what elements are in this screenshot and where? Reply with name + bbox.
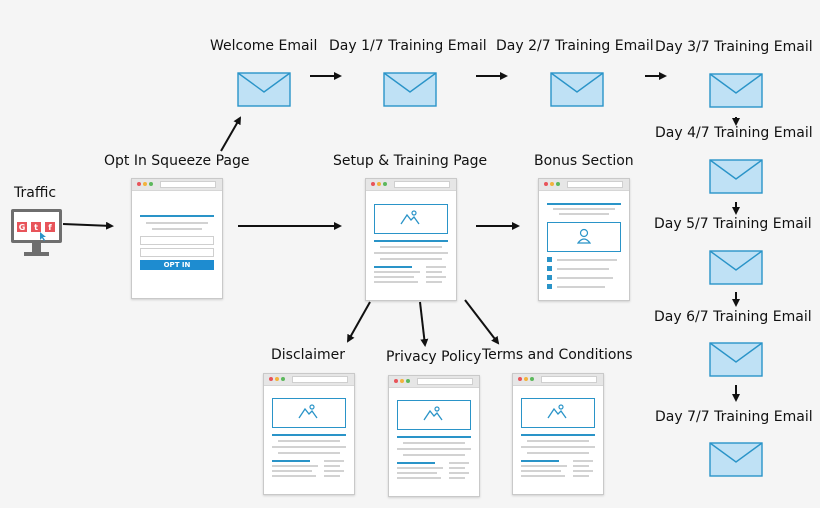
email-label-day5: Day 5/7 Training Email: [654, 216, 812, 232]
opt-in-button: OPT IN: [140, 260, 214, 270]
terms-page-thumbnail: [512, 373, 604, 495]
user-icon: [577, 228, 591, 244]
privacy-page-thumbnail: [388, 375, 480, 497]
arrow-setup-to-disclaimer: [347, 301, 371, 343]
traffic-label: Traffic: [14, 185, 57, 201]
image-icon: [547, 404, 567, 419]
svg-text:f: f: [48, 223, 52, 232]
email-label-day6: Day 6/7 Training Email: [654, 309, 812, 325]
arrow-setup-to-terms: [464, 299, 500, 345]
svg-text:t: t: [34, 223, 38, 232]
envelope-icon: [709, 442, 763, 477]
setup-label: Setup & Training Page: [333, 153, 488, 169]
arrow-setup-to-privacy: [419, 301, 429, 347]
privacy-label: Privacy Policy: [386, 349, 482, 365]
email-label-day2: Day 2/7 Training Email: [496, 38, 654, 54]
arrow-optin-to-welcome: [220, 116, 241, 152]
email-label-day4: Day 4/7 Training Email: [655, 125, 813, 141]
envelope-icon: [709, 73, 763, 108]
disclaimer-label: Disclaimer: [271, 347, 346, 363]
image-icon: [400, 210, 420, 225]
google-icon: [17, 222, 27, 232]
twitter-icon: [31, 222, 41, 232]
facebook-icon: [45, 222, 55, 232]
bonus-page-thumbnail: [538, 178, 630, 301]
monitor-icon: G t f: [11, 209, 62, 256]
envelope-icon: [550, 72, 604, 107]
svg-text:G: G: [19, 223, 26, 232]
image-icon: [423, 406, 443, 421]
envelope-icon: [709, 159, 763, 194]
email-label-day1: Day 1/7 Training Email: [329, 38, 487, 54]
disclaimer-page-thumbnail: [263, 373, 355, 495]
bonus-label: Bonus Section: [534, 153, 634, 169]
envelope-icon: [383, 72, 437, 107]
envelope-icon: [237, 72, 291, 107]
email-label-day7: Day 7/7 Training Email: [655, 409, 813, 425]
optin-page-thumbnail: OPT IN: [131, 178, 223, 299]
image-icon: [298, 404, 318, 419]
optin-label: Opt In Squeeze Page: [104, 153, 250, 169]
email-label-day3: Day 3/7 Training Email: [655, 39, 813, 55]
email-label-welcome: Welcome Email: [210, 38, 318, 54]
arrow-traffic-to-optin: [62, 221, 114, 230]
setup-page-thumbnail: [365, 178, 457, 301]
terms-label: Terms and Conditions: [482, 347, 633, 363]
envelope-icon: [709, 250, 763, 285]
envelope-icon: [709, 342, 763, 377]
